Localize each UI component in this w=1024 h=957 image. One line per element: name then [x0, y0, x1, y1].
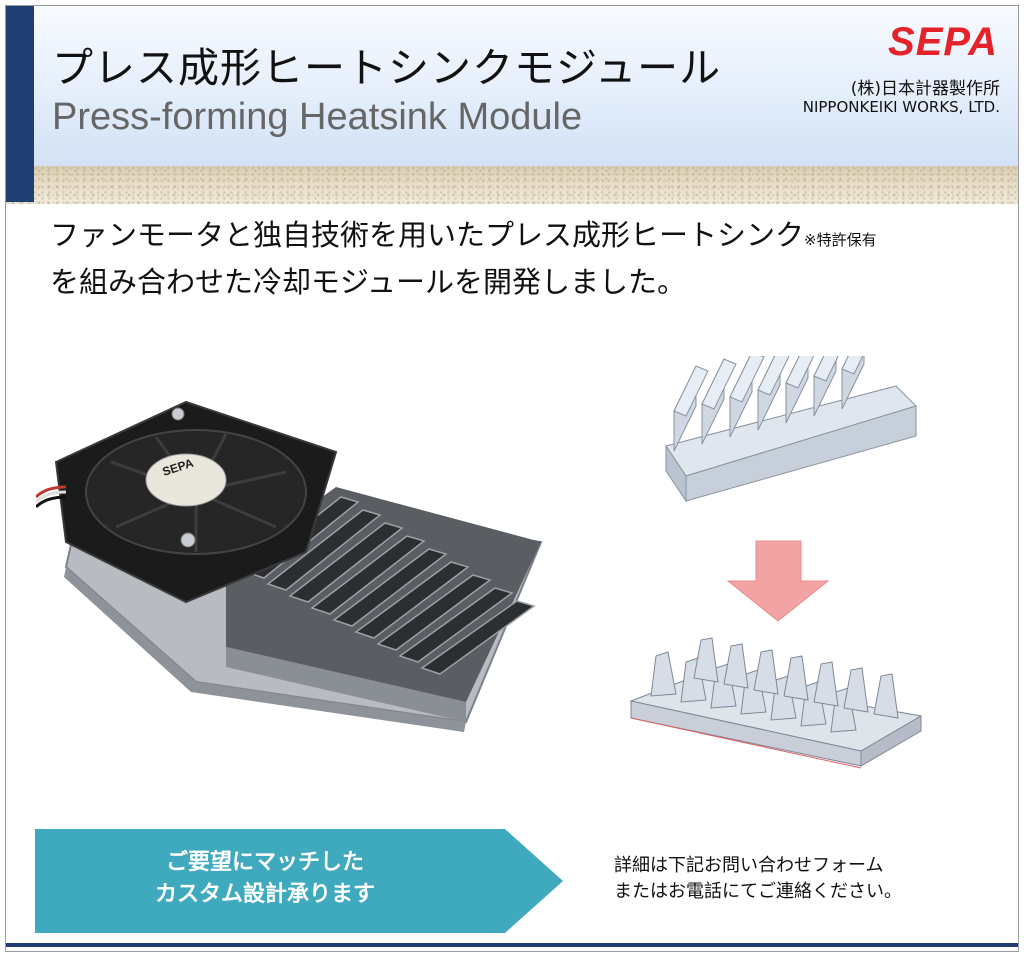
company-name-ja: (株)日本計器製作所	[850, 79, 1000, 99]
header-texture-strip	[6, 166, 1018, 204]
press-formed-heatsink-drawing	[629, 637, 923, 769]
extruded-heatsink-drawing	[665, 356, 917, 503]
heatsink-module-photo: SEPA	[36, 400, 543, 732]
contact-line-2: またはお電話にてご連絡ください。	[614, 881, 902, 902]
cta-line-2: カスタム設計承ります	[154, 882, 375, 907]
arrow-down-icon	[726, 540, 830, 622]
intro-line-1: ファンモータと独自技術を用いたプレス成形ヒートシンク	[50, 218, 805, 252]
footer-divider	[6, 943, 1018, 947]
cta-arrow-shape	[35, 829, 563, 933]
company-name-en: NIPPONKEIKI WORKS, LTD.	[802, 98, 1000, 116]
intro-text: ファンモータと独自技術を用いたプレス成形ヒートシンク※特許保有 を組み合わせた冷…	[50, 214, 877, 303]
header-accent-bar	[6, 6, 34, 202]
contact-line-1: 詳細は下記お問い合わせフォーム	[614, 855, 884, 876]
sepa-logo: SEPA	[888, 20, 998, 64]
intro-line-2: を組み合わせた冷却モジュールを開発しました。	[50, 265, 686, 299]
heatsink-forming-diagram	[629, 356, 923, 769]
slide: プレス成形ヒートシンクモジュール Press-forming Heatsink …	[5, 5, 1019, 952]
contact-note: 詳細は下記お問い合わせフォーム またはお電話にてご連絡ください。	[614, 853, 902, 905]
page-title-ja: プレス成形ヒートシンクモジュール	[52, 44, 722, 92]
patent-note: ※特許保有	[804, 231, 877, 249]
custom-design-banner: ご要望にマッチした カスタム設計承ります	[35, 829, 565, 933]
page-title-en: Press-forming Heatsink Module	[52, 96, 583, 138]
cta-text: ご要望にマッチした カスタム設計承ります	[55, 847, 475, 911]
cta-line-1: ご要望にマッチした	[165, 850, 364, 875]
